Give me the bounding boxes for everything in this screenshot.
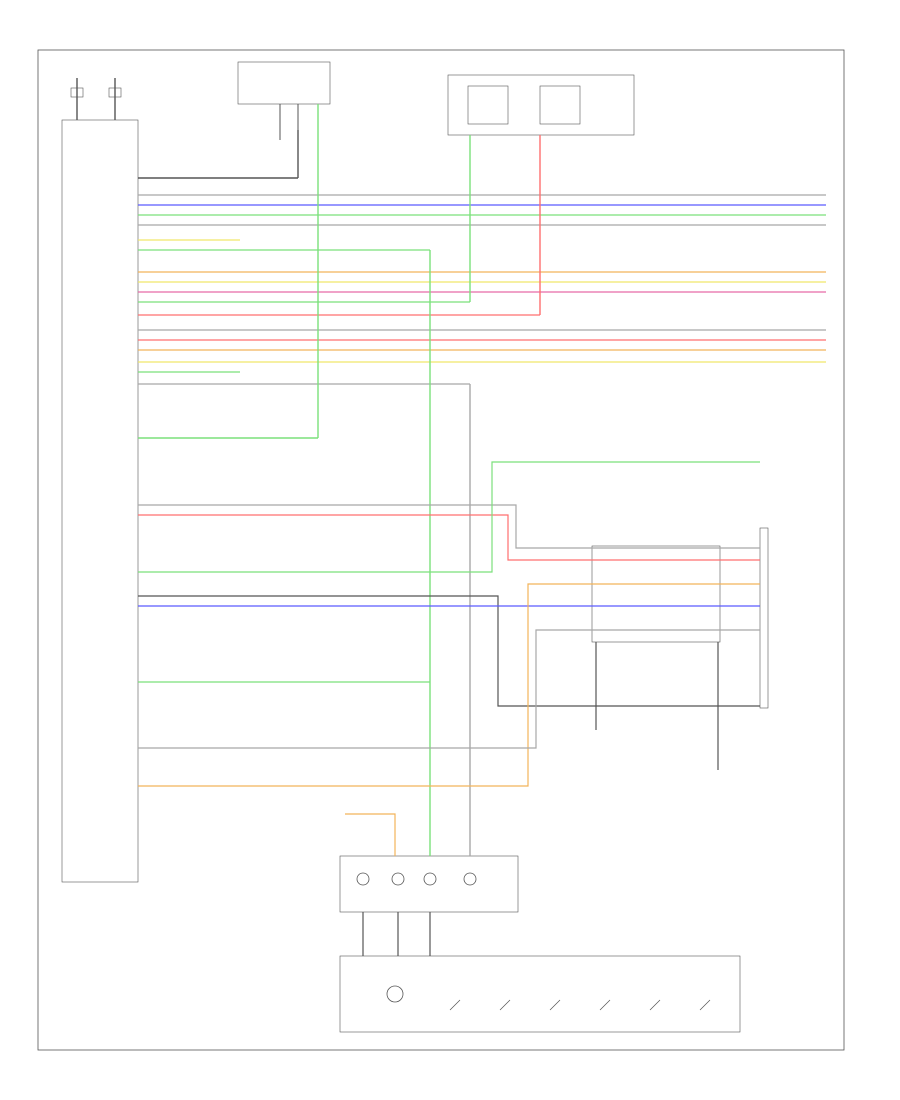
top-module-pins bbox=[279, 104, 299, 140]
bottom-drops bbox=[345, 813, 431, 956]
bottom-switch-panel bbox=[339, 955, 741, 1033]
diagram-border bbox=[37, 49, 845, 1051]
antenna-connector-2 bbox=[108, 78, 122, 120]
wire-bundle-middle bbox=[138, 271, 826, 316]
antenna-connector-1 bbox=[70, 78, 84, 120]
top-right-submodule-1 bbox=[467, 85, 509, 125]
top-right-module-box bbox=[447, 74, 635, 136]
wire-bundle-upper bbox=[138, 194, 826, 251]
top-module-box bbox=[237, 61, 331, 105]
bottom-upper-panel bbox=[339, 855, 519, 913]
right-routed-wires bbox=[138, 461, 760, 787]
vertical-wires bbox=[138, 104, 541, 856]
wire-bundle-lower bbox=[138, 329, 826, 385]
right-connector-box bbox=[759, 527, 769, 709]
top-right-submodule-2 bbox=[539, 85, 581, 125]
bottom-panel-bulbs bbox=[356, 872, 477, 1003]
radio-module-box bbox=[61, 119, 139, 883]
bottom-panel-switches bbox=[449, 999, 711, 1011]
right-inner-box bbox=[591, 545, 721, 643]
